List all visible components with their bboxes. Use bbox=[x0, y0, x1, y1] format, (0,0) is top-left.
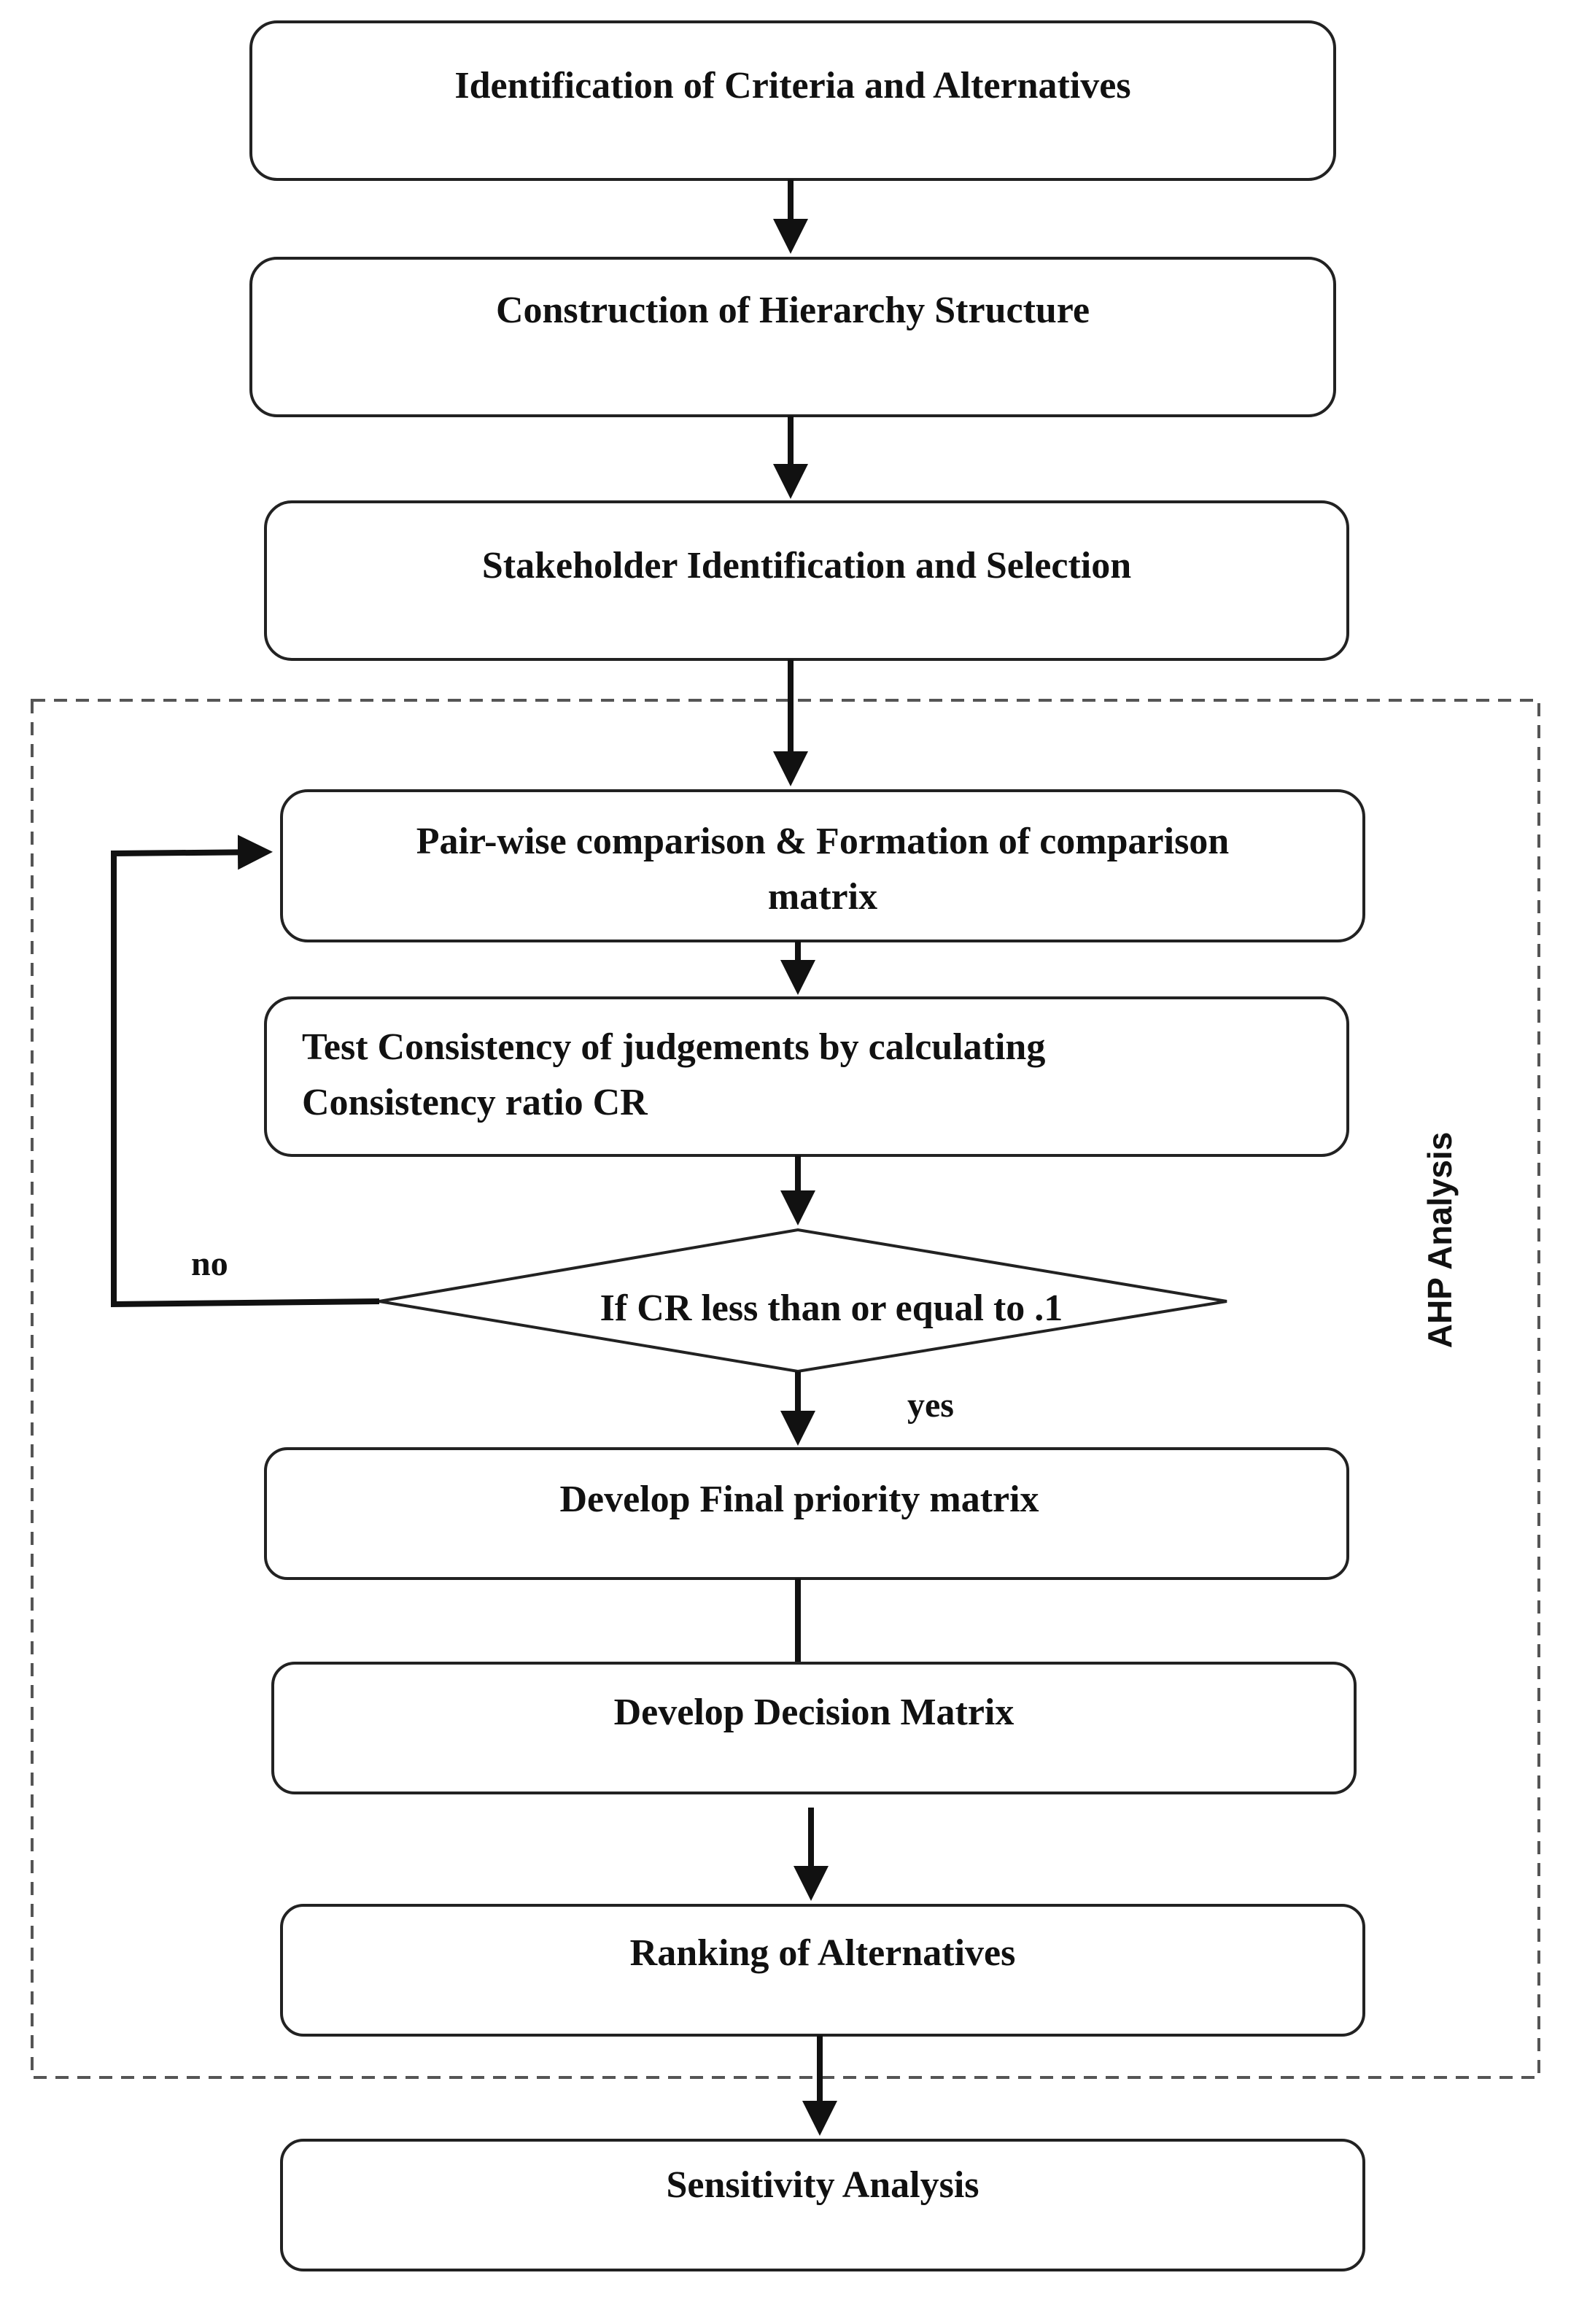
step-identify-criteria-line-1: Identification of Criteria and Alternati… bbox=[454, 65, 1130, 106]
step-hierarchy-structure: Construction of Hierarchy Structure bbox=[249, 257, 1336, 417]
decision-text: If CR less than or equal to .1 bbox=[600, 1287, 1063, 1329]
step-hierarchy-structure-line-1: Construction of Hierarchy Structure bbox=[496, 290, 1090, 331]
arrow-no-loop-back-to-pairwise bbox=[111, 834, 380, 1308]
ahp-analysis-label: AHP Analysis bbox=[1421, 1132, 1459, 1349]
step-decision-matrix: Develop Decision Matrix bbox=[271, 1662, 1357, 1794]
step-hierarchy-structure-box bbox=[249, 257, 1336, 417]
step-pairwise-comparison-line-1: Pair-wise comparison & Formation of comp… bbox=[416, 821, 1230, 862]
step-identify-criteria: Identification of Criteria and Alternati… bbox=[249, 20, 1336, 181]
step-consistency-test-line-1: Test Consistency of judgements by calcul… bbox=[302, 1026, 1045, 1068]
step-pairwise-comparison-box bbox=[280, 789, 1365, 942]
step-consistency-test-line-2: Consistency ratio CR bbox=[302, 1082, 648, 1123]
step-ranking-alternatives-line-1: Ranking of Alternatives bbox=[630, 1932, 1016, 1974]
step-stakeholder-selection-line-1: Stakeholder Identification and Selection bbox=[482, 545, 1131, 586]
step-final-priority-line-1: Develop Final priority matrix bbox=[559, 1479, 1039, 1520]
ahp-analysis-region bbox=[31, 699, 1540, 2079]
step-sensitivity-analysis-box bbox=[280, 2139, 1365, 2271]
step-stakeholder-selection-box bbox=[264, 500, 1349, 661]
step-final-priority-box bbox=[264, 1447, 1349, 1580]
step-stakeholder-selection: Stakeholder Identification and Selection bbox=[264, 500, 1349, 661]
step-decision-matrix-line-1: Develop Decision Matrix bbox=[614, 1692, 1014, 1733]
decision-diamond bbox=[379, 1228, 1227, 1374]
edge-label-yes: yes bbox=[907, 1386, 954, 1425]
step-consistency-test-box bbox=[264, 996, 1349, 1157]
step-final-priority: Develop Final priority matrix bbox=[264, 1447, 1349, 1580]
edge-label-no: no bbox=[191, 1244, 228, 1283]
decision-cr-threshold: If CR less than or equal to .1 bbox=[379, 1228, 1227, 1374]
step-consistency-test: Test Consistency of judgements by calcul… bbox=[264, 996, 1349, 1157]
step-pairwise-comparison-line-2: matrix bbox=[768, 876, 877, 918]
step-sensitivity-analysis-line-1: Sensitivity Analysis bbox=[666, 2164, 979, 2206]
step-decision-matrix-box bbox=[271, 1662, 1357, 1794]
step-pairwise-comparison: Pair-wise comparison & Formation of comp… bbox=[280, 789, 1365, 942]
step-ranking-alternatives: Ranking of Alternatives bbox=[280, 1904, 1365, 2037]
step-sensitivity-analysis: Sensitivity Analysis bbox=[280, 2139, 1365, 2271]
